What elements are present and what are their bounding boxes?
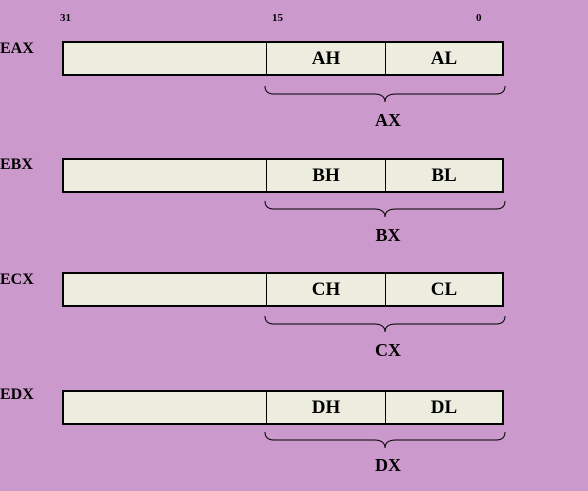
high-byte-label: DH bbox=[311, 396, 341, 418]
word-label: AX bbox=[375, 110, 401, 130]
low-byte-cell: BL bbox=[386, 160, 502, 191]
curly-brace bbox=[264, 200, 506, 218]
upper-16-bits bbox=[64, 43, 266, 74]
word-label: CX bbox=[375, 340, 401, 360]
word-label: BX bbox=[375, 225, 401, 245]
high-byte-label: AH bbox=[311, 47, 341, 69]
low-byte-cell: AL bbox=[386, 43, 502, 74]
bit-label-15: 15 bbox=[272, 12, 283, 24]
curly-brace bbox=[264, 431, 506, 449]
upper-16-bits bbox=[64, 274, 266, 305]
register-name: EDX bbox=[0, 386, 34, 403]
upper-16-bits bbox=[64, 392, 266, 423]
register-box: BH BL bbox=[62, 158, 504, 193]
word-label: DX bbox=[375, 455, 401, 475]
register-name: EBX bbox=[0, 156, 33, 173]
high-byte-label: CH bbox=[311, 278, 341, 300]
low-byte-label: BL bbox=[431, 164, 457, 186]
high-byte-cell: CH bbox=[266, 274, 386, 305]
register-name: EAX bbox=[0, 40, 34, 57]
register-name: ECX bbox=[0, 271, 34, 288]
bit-label-31: 31 bbox=[60, 12, 71, 24]
upper-16-bits bbox=[64, 160, 266, 191]
low-byte-label: DL bbox=[430, 396, 458, 418]
high-byte-label: BH bbox=[312, 164, 340, 186]
low-byte-label: CL bbox=[430, 278, 458, 300]
high-byte-cell: BH bbox=[266, 160, 386, 191]
low-byte-cell: CL bbox=[386, 274, 502, 305]
register-box: AH AL bbox=[62, 41, 504, 76]
curly-brace bbox=[264, 315, 506, 333]
curly-brace bbox=[264, 85, 506, 103]
high-byte-cell: DH bbox=[266, 392, 386, 423]
register-box: DH DL bbox=[62, 390, 504, 425]
bit-label-0: 0 bbox=[476, 12, 482, 24]
high-byte-cell: AH bbox=[266, 43, 386, 74]
low-byte-label: AL bbox=[430, 47, 458, 69]
low-byte-cell: DL bbox=[386, 392, 502, 423]
register-box: CH CL bbox=[62, 272, 504, 307]
